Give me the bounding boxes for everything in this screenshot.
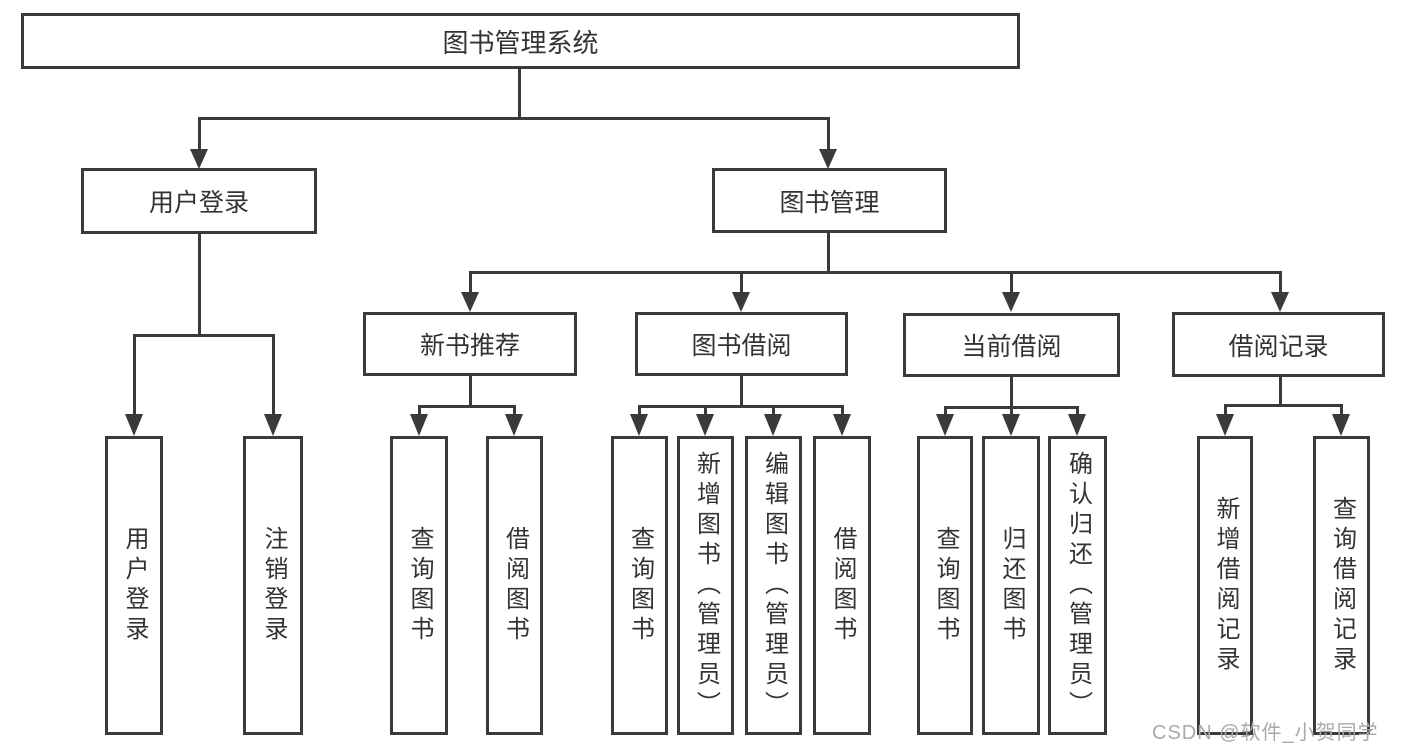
arrow-down-icon [410,414,428,436]
connector-arrow-stem [944,406,947,418]
leaf-query-books-borrowing: 查询图书 [611,436,668,735]
arrow-down-icon [1271,292,1289,312]
leaf-user-login: 用户登录 [105,436,163,735]
node-book-borrowing: 图书借阅 [635,312,848,376]
arrow-down-icon [1332,414,1350,436]
arrow-down-icon [833,414,851,436]
arrow-down-icon [125,414,143,436]
connector-arrow-stem [1340,404,1343,418]
arrow-down-icon [732,292,750,312]
arrow-down-icon [1216,414,1234,436]
node-root-library-management-system: 图书管理系统 [21,13,1020,69]
connector-arrow-stem [638,405,641,418]
connector-root-stem [518,69,521,119]
connector-stem [1279,377,1282,407]
node-user-login: 用户登录 [81,168,317,234]
connector-arrow-stem [1076,406,1079,418]
connector-arrow-stem [272,334,275,418]
connector-arrow-stem [1010,406,1013,418]
connector-arrow-stem [841,405,844,418]
leaf-add-borrow-record: 新增借阅记录 [1197,436,1253,735]
arrow-down-icon [1002,414,1020,436]
node-new-book-recommend: 新书推荐 [363,312,577,376]
arrow-down-icon [1068,414,1086,436]
leaf-logout: 注销登录 [243,436,303,735]
arrow-down-icon [264,414,282,436]
node-book-management: 图书管理 [712,168,947,233]
connector-arrow-stem [1279,271,1282,295]
leaf-add-books-admin: 新增图书（管理员） [677,436,734,735]
connector-arrow-stem [704,405,707,418]
connector-stem [469,376,472,407]
node-current-borrowing: 当前借阅 [903,313,1120,377]
connector-user-login-stem [198,234,201,337]
connector-stem [1010,377,1013,408]
connector-arrow-stem [1224,404,1227,418]
connector-arrow-stem [1010,271,1013,295]
connector-arrow-stem [513,405,516,418]
leaf-borrow-books: 借阅图书 [813,436,871,735]
arrow-down-icon [696,414,714,436]
leaf-return-books: 归还图书 [982,436,1040,735]
arrow-down-icon [764,414,782,436]
node-borrow-records: 借阅记录 [1172,312,1385,377]
connector-arrow-stem [827,117,830,151]
connector-arrow-stem [133,334,136,418]
connector-rail [638,405,843,408]
connector-rail [418,405,516,408]
arrow-down-icon [461,292,479,312]
arrow-down-icon [1002,292,1020,312]
leaf-query-borrow-record: 查询借阅记录 [1313,436,1370,735]
leaf-edit-books-admin: 编辑图书（管理员） [745,436,802,735]
connector-arrow-stem [469,271,472,295]
arrow-down-icon [190,149,208,169]
connector-book-mgmt-stem [827,233,830,274]
connector-level3-rail [469,271,1281,274]
connector-user-login-rail [133,334,274,337]
leaf-confirm-return-admin: 确认归还（管理员） [1048,436,1107,735]
connector-arrow-stem [772,405,775,418]
leaf-borrow-books-recommend: 借阅图书 [486,436,543,735]
arrow-down-icon [630,414,648,436]
connector-arrow-stem [418,405,421,418]
connector-rail [1224,404,1343,407]
arrow-down-icon [819,149,837,169]
connector-arrow-stem [740,271,743,295]
leaf-query-books-recommend: 查询图书 [390,436,448,735]
connector-stem [740,376,743,407]
connector-level2-rail [198,117,830,120]
arrow-down-icon [936,414,954,436]
arrow-down-icon [505,414,523,436]
connector-arrow-stem [198,117,201,151]
csdn-watermark: CSDN @软件_小贺同学 [1152,722,1379,744]
leaf-query-books-current: 查询图书 [917,436,973,735]
